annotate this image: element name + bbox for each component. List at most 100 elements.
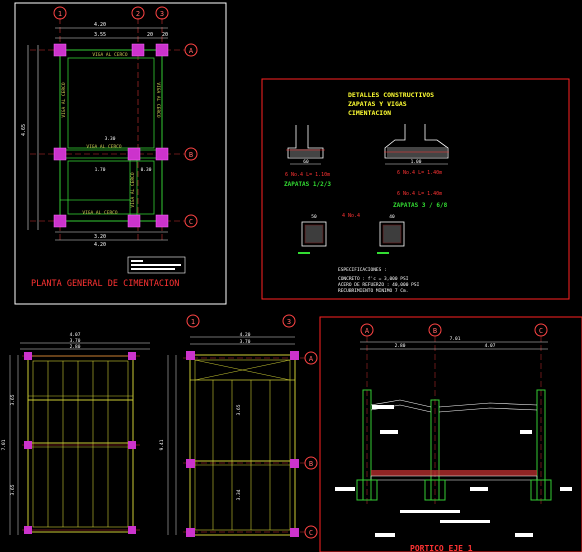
footing xyxy=(155,43,169,57)
footing xyxy=(155,214,169,228)
dimension-text: 3.65 xyxy=(10,394,16,405)
details-heading: CIMENTACION xyxy=(348,109,391,117)
dimension-text: 3.34 xyxy=(236,489,242,500)
grid-label: 1 xyxy=(58,10,62,18)
column xyxy=(128,352,136,360)
grid-bubble xyxy=(155,6,169,20)
grid-label: 3 xyxy=(287,318,291,326)
dimension-text: 1.00 xyxy=(411,159,422,165)
annotation-bar xyxy=(560,487,572,491)
dimension-text: 4.07 xyxy=(485,343,496,349)
beam-label: VIGA AL CERCO xyxy=(92,52,128,58)
dimension-text: 4.65 xyxy=(21,124,27,136)
column xyxy=(24,352,32,360)
rebar-spec: 6 No.4 L= 1.40m xyxy=(397,191,442,197)
column xyxy=(24,526,32,534)
dimension-text: 3.30 xyxy=(105,136,116,142)
column xyxy=(186,459,195,468)
beam-hatch xyxy=(304,224,324,244)
roof-beam xyxy=(370,399,432,408)
dimension-text: 3.55 xyxy=(94,32,106,38)
footing-elevation xyxy=(530,479,552,501)
floor-slab xyxy=(370,475,538,481)
legend-box xyxy=(127,256,186,274)
beam-section xyxy=(379,221,405,247)
roof-outline xyxy=(27,355,134,533)
footing xyxy=(53,43,67,57)
grid-bubble xyxy=(184,147,198,161)
footing-name: ZAPATAS 3 / 6/8 xyxy=(393,202,448,209)
beam-underline xyxy=(377,252,389,254)
details-heading: ZAPATAS Y VIGAS xyxy=(348,100,407,108)
beam-label: VIGA AL CERCO xyxy=(82,210,118,216)
dimension-text: 3.65 xyxy=(10,484,16,495)
beam-label: VIGA AL CERCO xyxy=(155,82,161,118)
column xyxy=(186,528,195,537)
footing-elevation xyxy=(424,479,446,501)
grid-label: C xyxy=(189,218,193,226)
dimension-text: 3.65 xyxy=(236,404,242,415)
dimension-text: 7.01 xyxy=(1,439,7,450)
spec-line: ACERO DE REFUERZO : 40,000 PSI xyxy=(338,282,420,288)
dimension-text: 1.70 xyxy=(95,167,106,173)
grid-label: A xyxy=(309,355,314,363)
grid-label: 1 xyxy=(191,318,195,326)
grid-label: 3 xyxy=(160,10,164,18)
dimension-text: 3.70 xyxy=(240,339,251,345)
grid-label: A xyxy=(189,47,194,55)
roof-outline-inner xyxy=(194,359,291,531)
roof-outline xyxy=(189,354,296,536)
beam-outline xyxy=(67,160,155,215)
dimension-text: 3.70 xyxy=(70,338,81,344)
column xyxy=(128,526,136,534)
dimension-text: 50 xyxy=(311,214,317,220)
grid-bubble xyxy=(131,6,145,20)
dimension-text: 3.20 xyxy=(94,234,106,240)
roof-framing-plan-2: 1 3 4.20 3.70 9.41 3.65 3.34 A B C xyxy=(159,314,318,539)
plan-frame xyxy=(14,2,227,305)
plan-title: PLANTA GENERAL DE CIMENTACION xyxy=(31,279,179,289)
dimension-text: 4.20 xyxy=(240,332,251,338)
dimension-text: 60 xyxy=(303,159,309,165)
frame-elevation: A B C 2.80 7.01 4.07 xyxy=(319,316,582,552)
details-heading: DETALLES CONSTRUCTIVOS xyxy=(348,91,434,99)
grid-label: B xyxy=(189,151,193,159)
annotation-bar xyxy=(375,533,395,537)
footing xyxy=(127,147,141,161)
dimension-text: 20 xyxy=(147,32,153,38)
column xyxy=(290,459,299,468)
footing-section xyxy=(287,125,324,159)
column xyxy=(24,441,32,449)
column xyxy=(290,351,299,360)
beam-section xyxy=(301,221,327,247)
bracing xyxy=(194,359,291,381)
annotation-bar xyxy=(440,520,490,523)
footing xyxy=(53,147,67,161)
footing xyxy=(127,214,141,228)
roof-beam xyxy=(438,407,538,413)
rebar-label: 4 No.4 xyxy=(342,213,360,219)
dimension-text: 0.30 xyxy=(141,167,152,173)
grid-label: A xyxy=(365,327,370,335)
legend-line xyxy=(131,260,143,262)
grid-label: 2 xyxy=(136,10,140,18)
rebar-spec: 6 No.4 L= 1.40m xyxy=(397,170,442,176)
beam-underline xyxy=(298,252,310,254)
annotation-bar xyxy=(470,487,488,491)
annotation-bar xyxy=(335,487,355,491)
footings xyxy=(53,43,169,228)
dimension-text: 4.20 xyxy=(94,22,106,28)
dimension-text: 4.20 xyxy=(94,242,106,248)
elevation-frame xyxy=(319,316,582,552)
grid-label: B xyxy=(433,327,437,335)
footing xyxy=(53,214,67,228)
roof-outline-inner xyxy=(32,360,129,528)
grid-label: C xyxy=(309,529,313,537)
footing-name: ZAPATAS 1/2/3 xyxy=(284,181,331,188)
legend-line xyxy=(131,268,175,270)
legend-line xyxy=(131,264,181,266)
dimension-text: 40 xyxy=(389,214,395,220)
dimension-text: 20 xyxy=(162,32,168,38)
grid-bubble xyxy=(282,314,296,328)
